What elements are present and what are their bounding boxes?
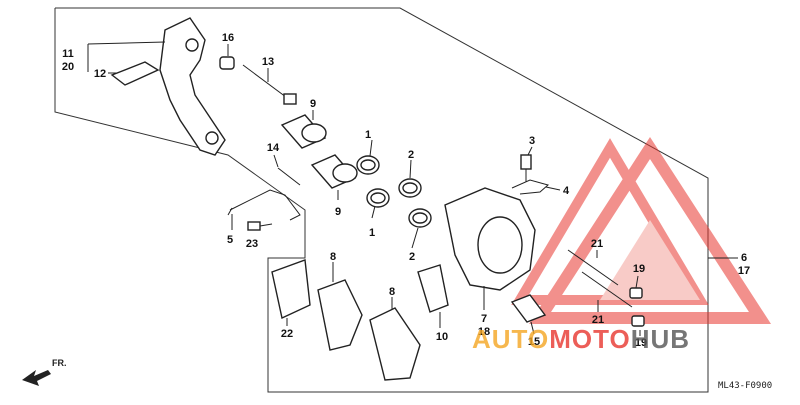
callout-5: 5: [227, 234, 233, 246]
dust-seal-lower: [408, 208, 432, 228]
callout-9b: 9: [335, 206, 341, 218]
callout-7: 7: [481, 313, 487, 325]
pin-bolt: [242, 64, 297, 105]
callout-1a: 1: [365, 129, 371, 141]
pin-plug-upper: [629, 287, 643, 299]
callout-labels: 1 1 2 2 3 4 5 6 7 8 8 9 9 10 11 12 13 14…: [62, 32, 750, 349]
watermark-text: AUTOMOTOHUB: [472, 324, 690, 354]
caliper-body: [444, 187, 536, 291]
dust-seal-upper: [398, 178, 422, 198]
callout-14: 14: [267, 142, 280, 154]
callout-17: 17: [738, 265, 750, 277]
boot-bushing: [510, 294, 547, 323]
bracket-bolt: [247, 221, 273, 231]
callout-21b: 21: [592, 314, 604, 326]
front-label: FR.: [52, 358, 67, 368]
callout-15: 15: [528, 336, 540, 348]
piston-seal-lower: [366, 188, 390, 208]
brake-pad-right: [369, 307, 421, 381]
slide-pin: [277, 167, 301, 186]
pad-spring: [227, 189, 301, 221]
leader-lines: [87, 41, 738, 336]
bleeder-cap: [219, 56, 235, 70]
callout-8b: 8: [389, 286, 395, 298]
front-arrow: FR.: [22, 358, 67, 386]
diagram-code: ML43-F0900: [718, 381, 772, 391]
callout-12: 12: [94, 68, 106, 80]
callout-2b: 2: [409, 251, 415, 263]
callout-21a: 21: [591, 238, 603, 250]
callout-10: 10: [436, 331, 448, 343]
callout-23: 23: [246, 238, 258, 250]
callout-2a: 2: [408, 149, 414, 161]
watermark-word-auto: AUTO: [472, 324, 549, 354]
callout-22: 22: [281, 328, 293, 340]
pad-pin-upper: [567, 249, 619, 286]
callout-19a: 19: [633, 263, 645, 275]
pad-shim: [271, 259, 311, 320]
watermark-word-moto: MOTO: [549, 324, 631, 354]
bleeder-clip: [511, 179, 550, 195]
piston-upper: [280, 114, 327, 149]
piston-seal-upper: [356, 155, 380, 175]
callout-13: 13: [262, 56, 274, 68]
callout-4: 4: [563, 185, 570, 197]
brake-pad-left: [317, 279, 363, 351]
callout-20: 20: [62, 61, 74, 73]
callout-11: 11: [62, 48, 74, 60]
pad-pin-lower: [581, 271, 633, 308]
callout-1b: 1: [369, 227, 375, 239]
watermark-logo: [511, 136, 772, 324]
pad-retainer: [417, 264, 449, 313]
pin-plug-lower: [631, 315, 645, 327]
watermark-word-hub: HUB: [631, 324, 690, 354]
svg-text:AUTOMOTOHUB: AUTOMOTOHUB: [472, 324, 690, 354]
caliper-bracket: [159, 17, 226, 156]
callout-18: 18: [478, 326, 490, 338]
bleeder-valve: [520, 154, 532, 182]
callout-19b: 19: [635, 337, 647, 349]
diagram-frame: [54, 7, 709, 393]
callout-8a: 8: [330, 251, 336, 263]
callout-3: 3: [529, 135, 535, 147]
callout-6: 6: [741, 252, 747, 264]
piston-lower: [310, 154, 358, 189]
pad-spring-clip: [110, 61, 160, 86]
callout-16: 16: [222, 32, 234, 44]
callout-9a: 9: [310, 98, 316, 110]
